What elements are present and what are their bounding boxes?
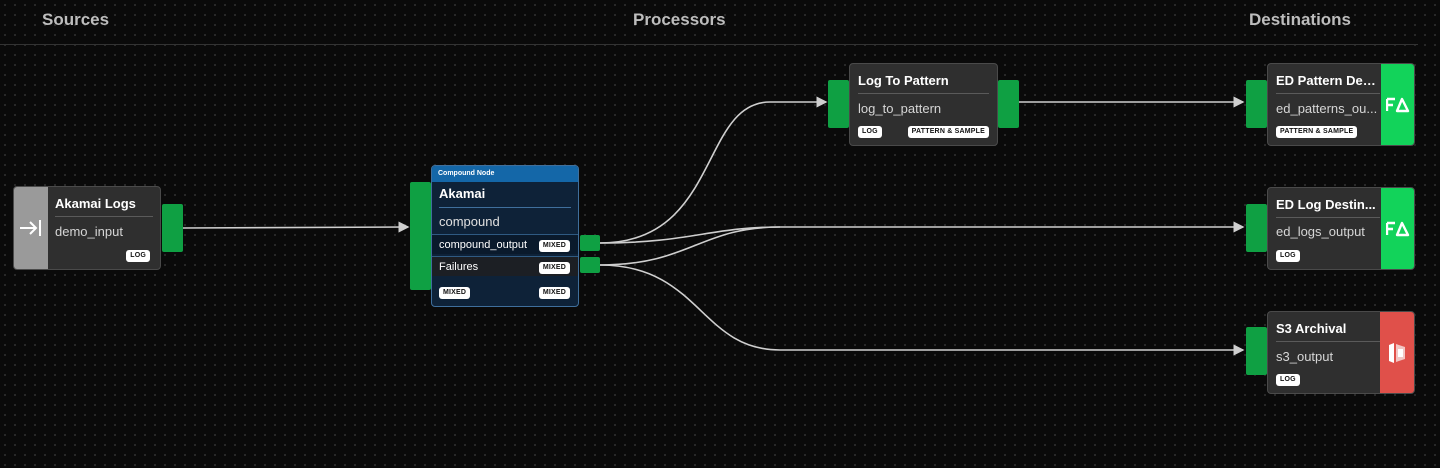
output-label: Failures bbox=[439, 261, 479, 273]
output-type-badge: PATTERN & SAMPLE bbox=[907, 126, 989, 138]
node-title: ED Log Destin... bbox=[1276, 197, 1376, 212]
node-title: S3 Archival bbox=[1276, 321, 1347, 336]
output-type-badge: MIXED bbox=[538, 240, 570, 252]
edgedelta-logo-icon bbox=[1381, 188, 1414, 269]
destinations-column-header: Destinations bbox=[1249, 10, 1352, 29]
compound-node[interactable]: Compound Node Akamai compound compound_o… bbox=[431, 165, 579, 307]
log-to-pattern-output-port[interactable] bbox=[998, 80, 1019, 128]
edge-failures-to-s3 bbox=[599, 264, 1245, 356]
edge-compound-output-to-ed-log bbox=[599, 221, 1245, 244]
divider bbox=[1276, 341, 1380, 342]
sources-column-header: Sources bbox=[42, 10, 110, 29]
s3-input-port[interactable] bbox=[1246, 327, 1267, 375]
arrow-into-bar-icon bbox=[14, 187, 48, 269]
node-title: Akamai bbox=[439, 186, 486, 201]
node-title: ED Pattern Des... bbox=[1276, 73, 1380, 88]
s3-bucket-icon bbox=[1380, 312, 1414, 393]
edgedelta-logo-icon bbox=[1381, 64, 1414, 145]
processors-column-header: Processors bbox=[633, 10, 726, 29]
node-title: Log To Pattern bbox=[858, 73, 949, 88]
data-type-badge: LOG bbox=[126, 250, 150, 262]
node-subtitle: log_to_pattern bbox=[858, 101, 942, 116]
log-to-pattern-node[interactable]: Log To Pattern log_to_pattern LOG PATTER… bbox=[849, 63, 998, 146]
compound-output-row[interactable]: compound_output MIXED bbox=[432, 234, 578, 254]
compound-output-port[interactable] bbox=[580, 235, 600, 251]
data-type-badge: LOG bbox=[1276, 250, 1300, 262]
failures-output-port[interactable] bbox=[580, 257, 600, 273]
akamai-output-port[interactable] bbox=[162, 204, 183, 252]
node-title: Akamai Logs bbox=[55, 196, 136, 211]
divider bbox=[1276, 93, 1380, 94]
data-type-badge: LOG bbox=[1276, 374, 1300, 386]
divider bbox=[439, 207, 571, 208]
ed-pattern-input-port[interactable] bbox=[1246, 80, 1267, 128]
edge-compound-output-to-log-to-pattern bbox=[599, 96, 828, 244]
divider bbox=[1276, 217, 1380, 218]
data-type-badge: PATTERN & SAMPLE bbox=[1276, 126, 1358, 138]
edge-akamai-to-compound bbox=[182, 221, 410, 233]
input-type-badge: LOG bbox=[858, 126, 882, 138]
header-divider bbox=[0, 44, 1418, 45]
ed-pattern-destination-node[interactable]: ED Pattern Des... ed_patterns_ou... PATT… bbox=[1267, 63, 1415, 146]
compound-node-header: Compound Node bbox=[432, 166, 578, 182]
input-type-badge: MIXED bbox=[439, 287, 471, 299]
node-subtitle: ed_logs_output bbox=[1276, 224, 1365, 239]
ed-log-input-port[interactable] bbox=[1246, 204, 1267, 252]
edge-failures-to-ed-log bbox=[599, 226, 781, 266]
node-subtitle: compound bbox=[439, 214, 500, 229]
output-label: compound_output bbox=[439, 239, 528, 251]
node-subtitle: demo_input bbox=[55, 224, 123, 239]
node-subtitle: ed_patterns_ou... bbox=[1276, 101, 1378, 116]
divider bbox=[858, 93, 989, 94]
ed-log-destination-node[interactable]: ED Log Destin... ed_logs_output LOG bbox=[1267, 187, 1415, 270]
failures-output-row[interactable]: Failures MIXED bbox=[432, 256, 578, 276]
compound-input-port[interactable] bbox=[410, 182, 431, 290]
divider bbox=[55, 216, 153, 217]
output-type-badge: MIXED bbox=[538, 287, 570, 299]
s3-archival-destination-node[interactable]: S3 Archival s3_output LOG bbox=[1267, 311, 1415, 394]
output-type-badge: MIXED bbox=[538, 262, 570, 274]
akamai-logs-node[interactable]: Akamai Logs demo_input LOG bbox=[13, 186, 161, 270]
log-to-pattern-input-port[interactable] bbox=[828, 80, 849, 128]
node-subtitle: s3_output bbox=[1276, 349, 1334, 364]
